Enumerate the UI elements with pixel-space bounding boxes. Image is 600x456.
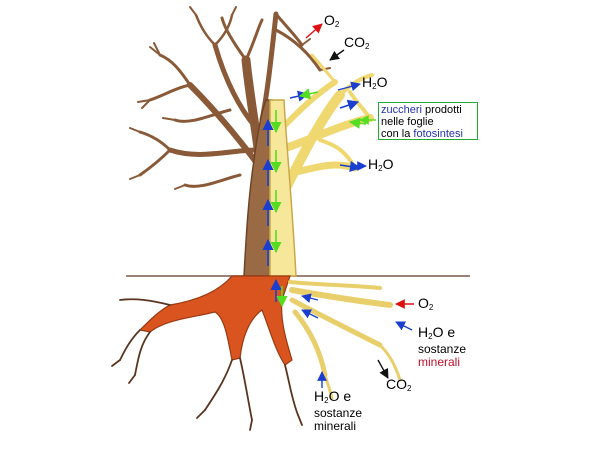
label-o2-root: O2 (418, 295, 434, 312)
yellow-crown (275, 53, 374, 205)
label-h2o-root-right: H2O e sostanze minerali (418, 324, 467, 369)
label-h2o-mid: H2O (368, 156, 394, 173)
note-word-photosynthesis: fotosintesi (413, 128, 463, 140)
h2o-out-arrow-top (337, 81, 361, 92)
orange-roots (111, 275, 303, 431)
o2-out-arrow (305, 23, 323, 39)
label-o2-top: O2 (324, 12, 340, 29)
yellow-trunk (269, 99, 297, 277)
label-h2o-top: H2O (362, 74, 388, 91)
h2o-in-root-arrow (395, 321, 413, 331)
root-inner-arrow-1 (301, 293, 319, 303)
label-h2o-root-bottom: H2O e sostanze minerali (314, 388, 363, 433)
co2-out-root-arrow (377, 359, 389, 379)
yellow-roots (288, 280, 402, 400)
brown-trunk (243, 99, 273, 277)
label-co2-top: CO2 (344, 34, 370, 51)
root-inner-arrow-2 (301, 309, 319, 319)
co2-in-arrow (329, 49, 345, 61)
label-co2-root: CO2 (386, 376, 412, 393)
sugars-note-box: zuccheri prodotti nelle foglie con la fo… (378, 102, 478, 140)
note-word-sugars: zuccheri (381, 104, 422, 116)
